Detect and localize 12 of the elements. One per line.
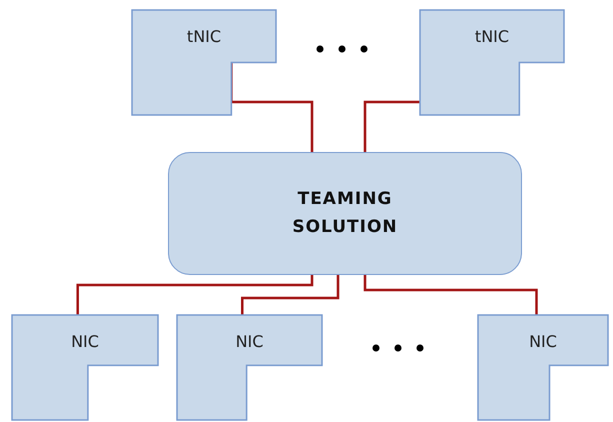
connector-line (241, 275, 340, 315)
rounded-box (168, 152, 522, 275)
node-label: TEAMING SOLUTION (291, 188, 399, 238)
connector-line (364, 100, 420, 152)
connector-line (364, 275, 538, 315)
node-label: NIC (236, 332, 264, 351)
connector-line (230, 62, 314, 152)
node-label: NIC (529, 332, 557, 351)
node-label: tNIC (186, 26, 222, 46)
node-label: tNIC (474, 26, 510, 46)
node-label: NIC (71, 332, 99, 351)
connector-line (76, 275, 314, 315)
